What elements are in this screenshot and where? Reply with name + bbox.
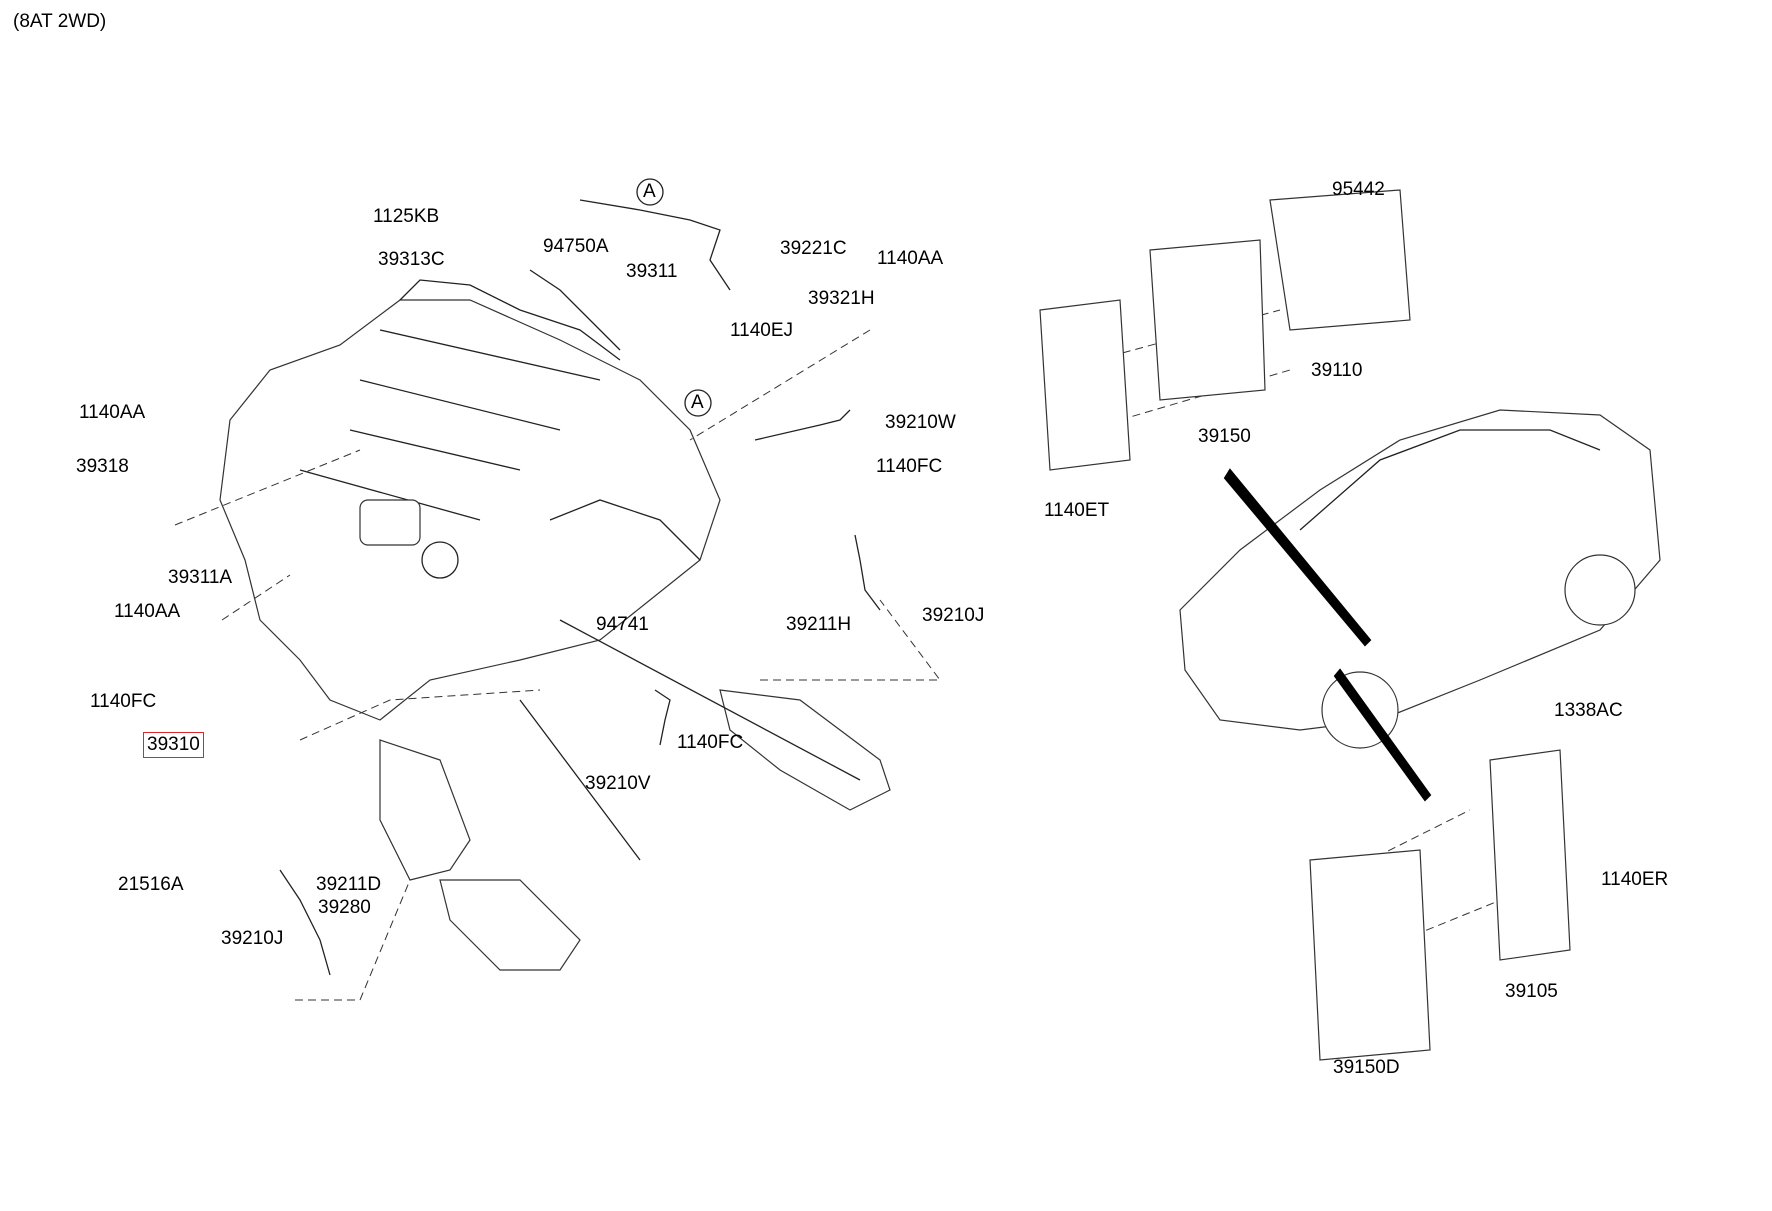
part-label-39210J-left[interactable]: 39210J [221,928,284,949]
part-label-1140FC-right[interactable]: 1140FC [876,456,943,477]
part-label-39311A[interactable]: 39311A [168,567,233,588]
vehicle-illustration [1179,409,1661,802]
part-label-39150D[interactable]: 39150D [1333,1057,1400,1078]
part-label-1140AA-left[interactable]: 1140AA [79,402,146,423]
callout-a-mid [684,389,712,417]
sensor-wires [279,199,881,976]
part-label-1140AA-mid[interactable]: 1140AA [114,601,181,622]
part-label-39150[interactable]: 39150 [1198,426,1251,447]
callout-a-mid-letter: A [691,392,704,413]
part-label-1140AA-top[interactable]: 1140AA [877,248,944,269]
part-label-39105[interactable]: 39105 [1505,981,1558,1002]
part-label-39110[interactable]: 39110 [1311,360,1363,381]
part-label-39280[interactable]: 39280 [318,897,371,918]
part-label-1125KB[interactable]: 1125KB [373,206,440,227]
part-label-39321H[interactable]: 39321H [808,288,875,309]
part-label-39210W[interactable]: 39210W [885,412,956,433]
ecu-lower [1309,749,1571,1061]
part-label-94741[interactable]: 94741 [596,614,649,635]
part-label-39318[interactable]: 39318 [76,456,129,477]
part-label-1140FC-left[interactable]: 1140FC [90,691,157,712]
part-label-1140EJ[interactable]: 1140EJ [730,320,794,341]
part-label-1140ET[interactable]: 1140ET [1044,500,1110,521]
part-label-39210V[interactable]: 39210V [585,773,651,794]
part-label-94750A[interactable]: 94750A [543,236,609,257]
part-label-21516A[interactable]: 21516A [118,874,184,895]
callout-a-top [636,178,664,206]
part-label-1140FC-bottom[interactable]: 1140FC [677,732,744,753]
part-label-95442[interactable]: 95442 [1332,179,1385,200]
ecu-upper [1039,189,1411,471]
callout-a-top-letter: A [643,181,656,202]
part-label-1140ER[interactable]: 1140ER [1601,869,1669,890]
engine-assembly [219,279,891,971]
part-label-39313C[interactable]: 39313C [378,249,445,270]
diagram-variant-label: (8AT 2WD) [13,11,107,32]
part-label-39311[interactable]: 39311 [626,261,678,282]
part-label-39221C[interactable]: 39221C [780,238,847,259]
part-label-1338AC[interactable]: 1338AC [1554,700,1623,721]
part-label-39310-highlighted[interactable]: 39310 [143,732,204,758]
part-label-39210J-right[interactable]: 39210J [922,605,985,626]
part-label-39211H[interactable]: 39211H [786,614,852,635]
part-label-39211D[interactable]: 39211D [316,874,382,895]
